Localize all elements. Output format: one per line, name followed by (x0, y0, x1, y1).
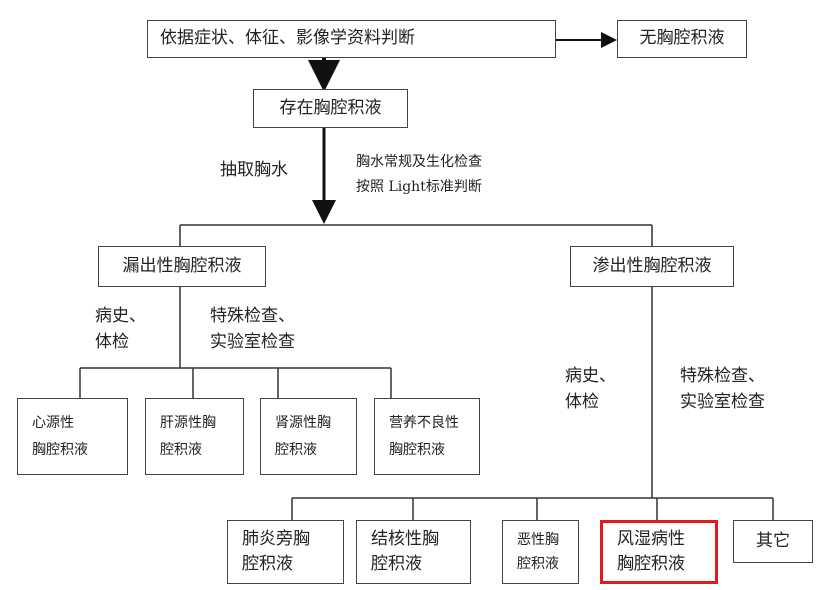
node-rheumatic-text: 风湿病性 胸腔积液 (617, 528, 685, 575)
node-root: 依据症状、体征、影像学资料判断 (147, 20, 556, 58)
node-renal-text: 肾源性胸 腔积液 (275, 414, 331, 458)
node-transudate: 漏出性胸腔积液 (98, 246, 266, 287)
node-effusion: 存在胸腔积液 (253, 89, 408, 128)
label-transudate-history: 病史、 体检 (95, 306, 146, 353)
node-hepatic-text: 肝源性胸 腔积液 (160, 414, 216, 458)
label-fluid-tests: 胸水常规及生化检查 按照 Light标准判断 (356, 154, 482, 195)
node-no-effusion: 无胸腔积液 (617, 20, 747, 58)
node-rheumatic-highlighted: 风湿病性 胸腔积液 (600, 520, 718, 584)
node-exudate: 渗出性胸腔积液 (570, 246, 734, 287)
node-malnutrition-text: 营养不良性 胸腔积液 (389, 414, 459, 458)
label-exudate-special: 特殊检查、 实验室检查 (680, 366, 765, 413)
node-cardiac: 心源性 胸腔积液 (17, 398, 128, 475)
node-cardiac-text: 心源性 胸腔积液 (32, 414, 88, 458)
node-malignant-text: 恶性胸 腔积液 (517, 531, 559, 573)
node-malignant: 恶性胸 腔积液 (502, 520, 579, 584)
node-root-text: 依据症状、体征、影像学资料判断 (160, 28, 415, 49)
node-hepatic: 肝源性胸 腔积液 (145, 398, 244, 475)
node-other: 其它 (733, 520, 813, 563)
node-effusion-text: 存在胸腔积液 (279, 97, 382, 118)
node-parapneumonic: 肺炎旁胸 腔积液 (227, 520, 344, 584)
label-thoracentesis: 抽取胸水 (220, 160, 288, 180)
node-parapneumonic-text: 肺炎旁胸 腔积液 (242, 528, 310, 575)
node-tuberculous: 结核性胸 腔积液 (356, 520, 471, 584)
node-malnutrition: 营养不良性 胸腔积液 (374, 398, 480, 475)
node-other-text: 其它 (756, 530, 790, 551)
label-exudate-history: 病史、 体检 (565, 366, 616, 413)
node-renal: 肾源性胸 腔积液 (260, 398, 357, 475)
node-tuberculous-text: 结核性胸 腔积液 (371, 528, 439, 575)
label-transudate-special: 特殊检查、 实验室检查 (210, 306, 295, 353)
node-exudate-text: 渗出性胸腔积液 (592, 255, 712, 276)
node-no-effusion-text: 无胸腔积液 (639, 28, 725, 49)
node-transudate-text: 漏出性胸腔积液 (122, 255, 242, 276)
